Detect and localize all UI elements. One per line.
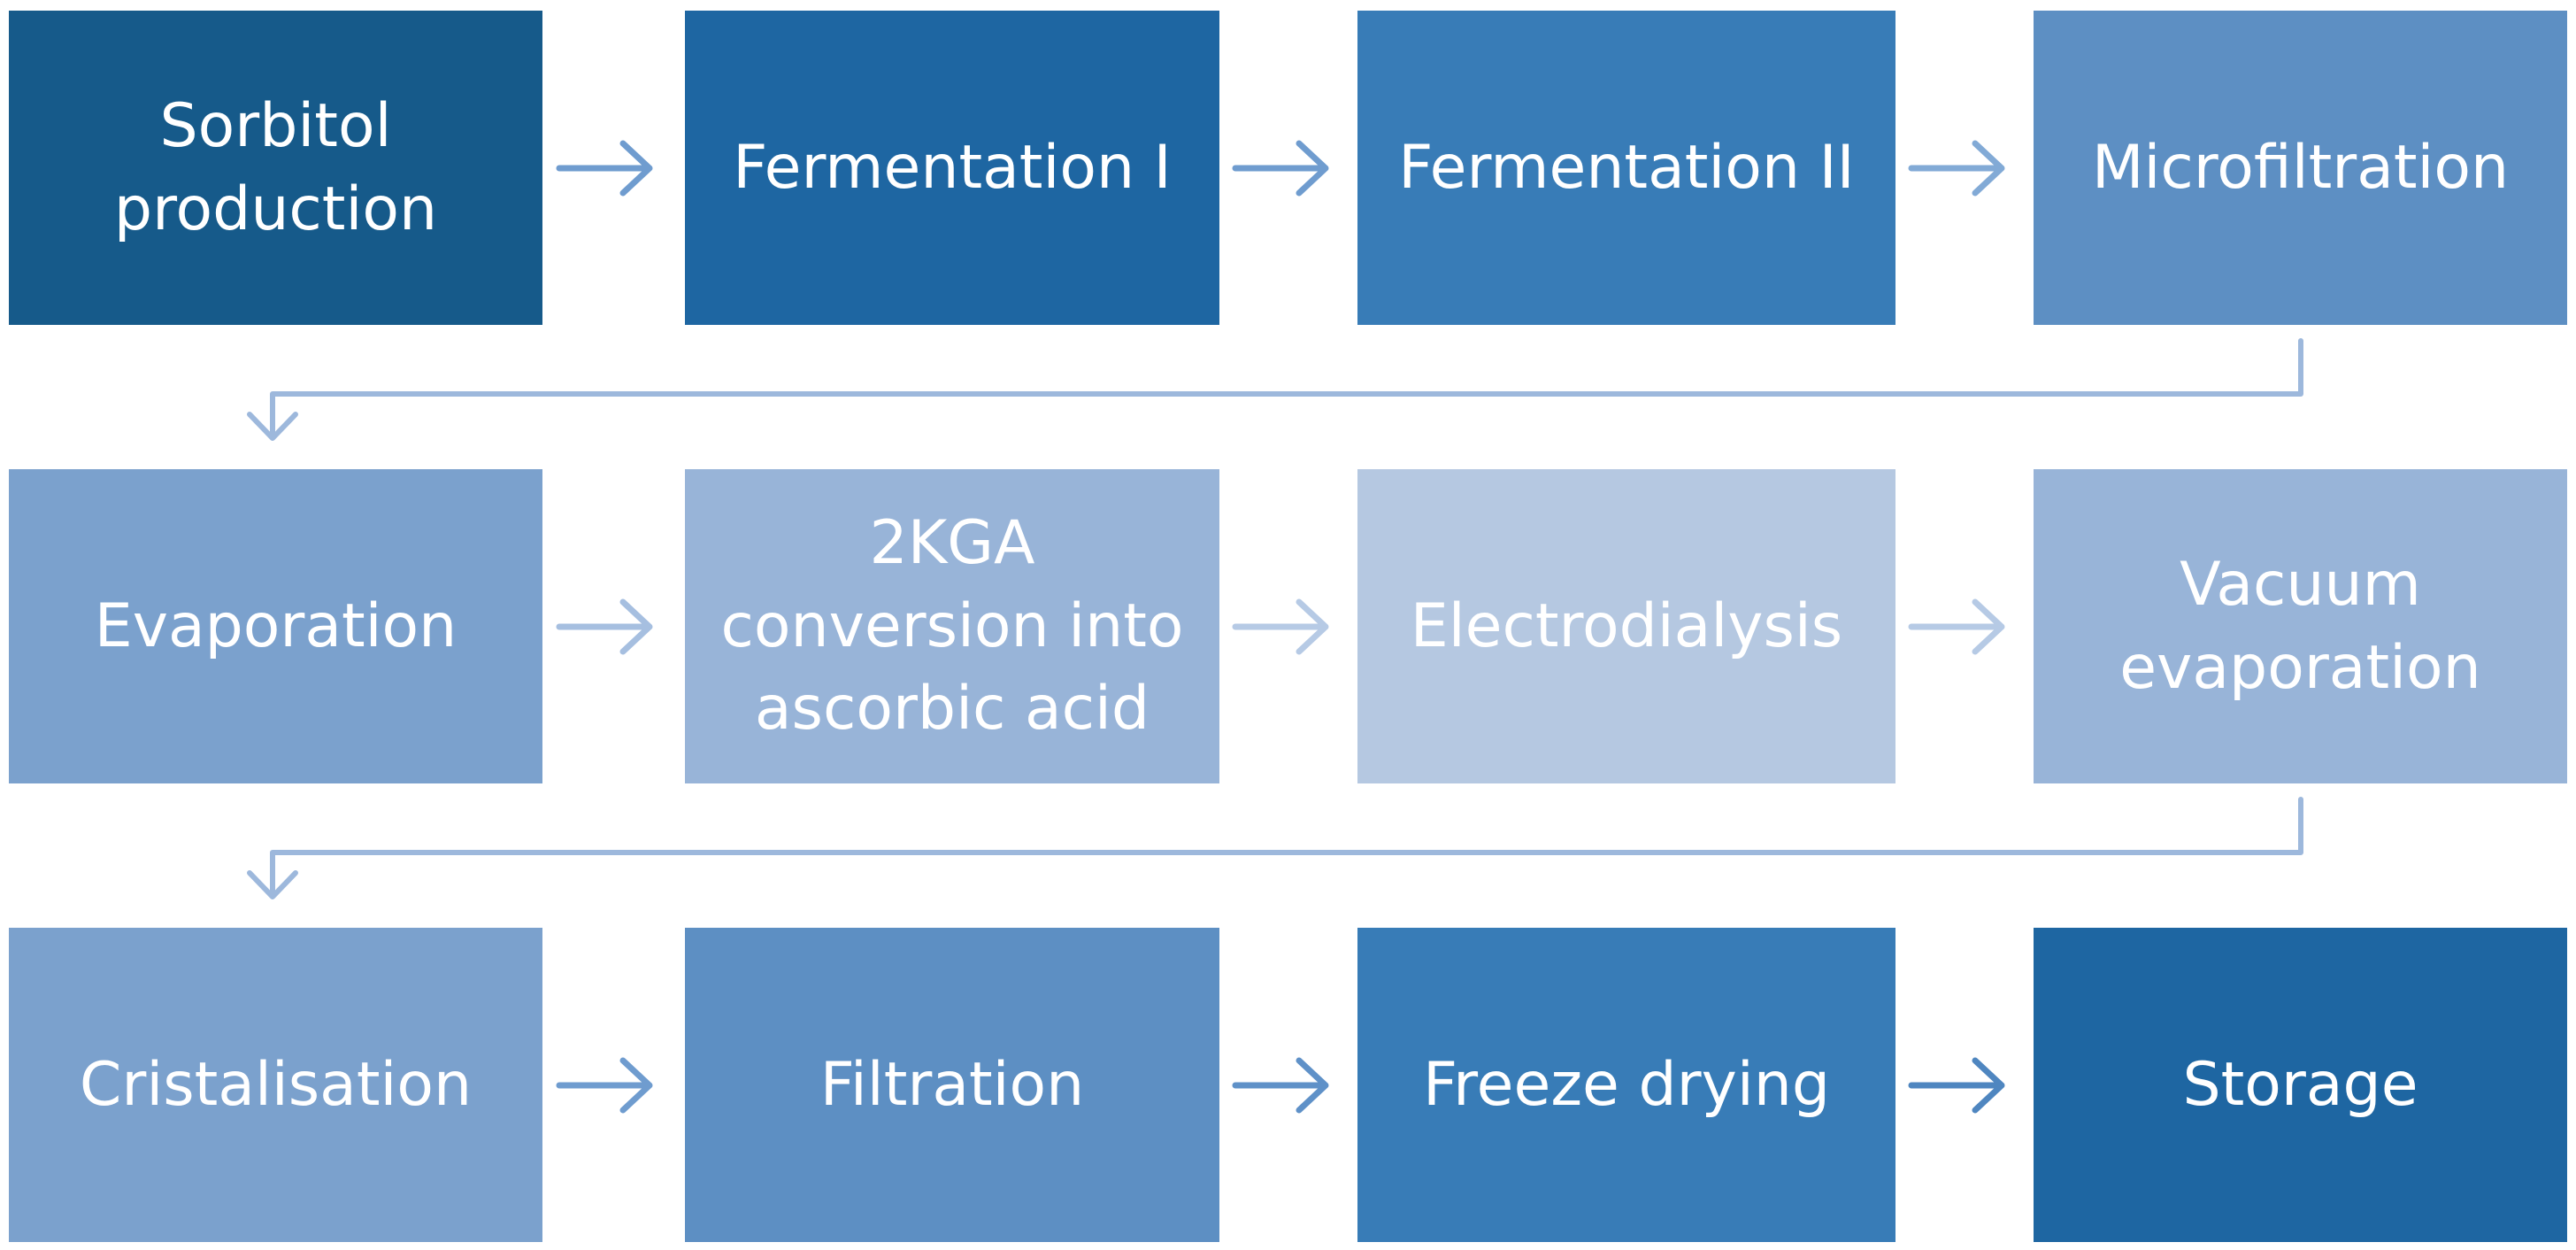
arrow-icon (556, 1057, 653, 1114)
step-label: Cristalisation (79, 1049, 473, 1120)
step-cristalisation: Cristalisation (9, 928, 542, 1242)
step-storage: Storage (2034, 928, 2567, 1242)
arrow-icon (1908, 140, 2005, 197)
step-sorbitol-production: Sorbitol production (9, 11, 542, 325)
arrow-icon (1232, 140, 1329, 197)
step-fermentation-1: Fermentation I (685, 11, 1219, 325)
step-label: Sorbitol production (113, 90, 438, 244)
wrap-connector-row2-to-row3 (247, 797, 2303, 899)
step-label: 2KGA conversion into ascorbic acid (720, 507, 1184, 745)
step-label: Storage (2182, 1049, 2418, 1120)
arrow-icon (1232, 1057, 1329, 1114)
step-vacuum-evaporation: Vacuum evaporation (2034, 469, 2567, 783)
step-label: Fermentation I (733, 132, 1172, 203)
step-freeze-drying: Freeze drying (1357, 928, 1895, 1242)
step-label: Filtration (819, 1049, 1085, 1120)
step-microfiltration: Microfiltration (2034, 11, 2567, 325)
arrow-icon (1908, 1057, 2005, 1114)
step-filtration: Filtration (685, 928, 1219, 1242)
step-label: Vacuum evaporation (2119, 549, 2481, 703)
step-electrodialysis: Electrodialysis (1357, 469, 1895, 783)
arrow-icon (1908, 598, 2005, 655)
arrow-icon (556, 140, 653, 197)
step-label: Microfiltration (2091, 132, 2510, 203)
step-label: Freeze drying (1423, 1049, 1830, 1120)
step-fermentation-2: Fermentation II (1357, 11, 1895, 325)
step-label: Electrodialysis (1410, 590, 1843, 661)
step-2kga-conversion: 2KGA conversion into ascorbic acid (685, 469, 1219, 783)
arrow-icon (1232, 598, 1329, 655)
step-evaporation: Evaporation (9, 469, 542, 783)
wrap-connector-row1-to-row2 (247, 338, 2303, 441)
arrow-icon (556, 598, 653, 655)
step-label: Fermentation II (1398, 132, 1855, 203)
step-label: Evaporation (94, 590, 458, 661)
